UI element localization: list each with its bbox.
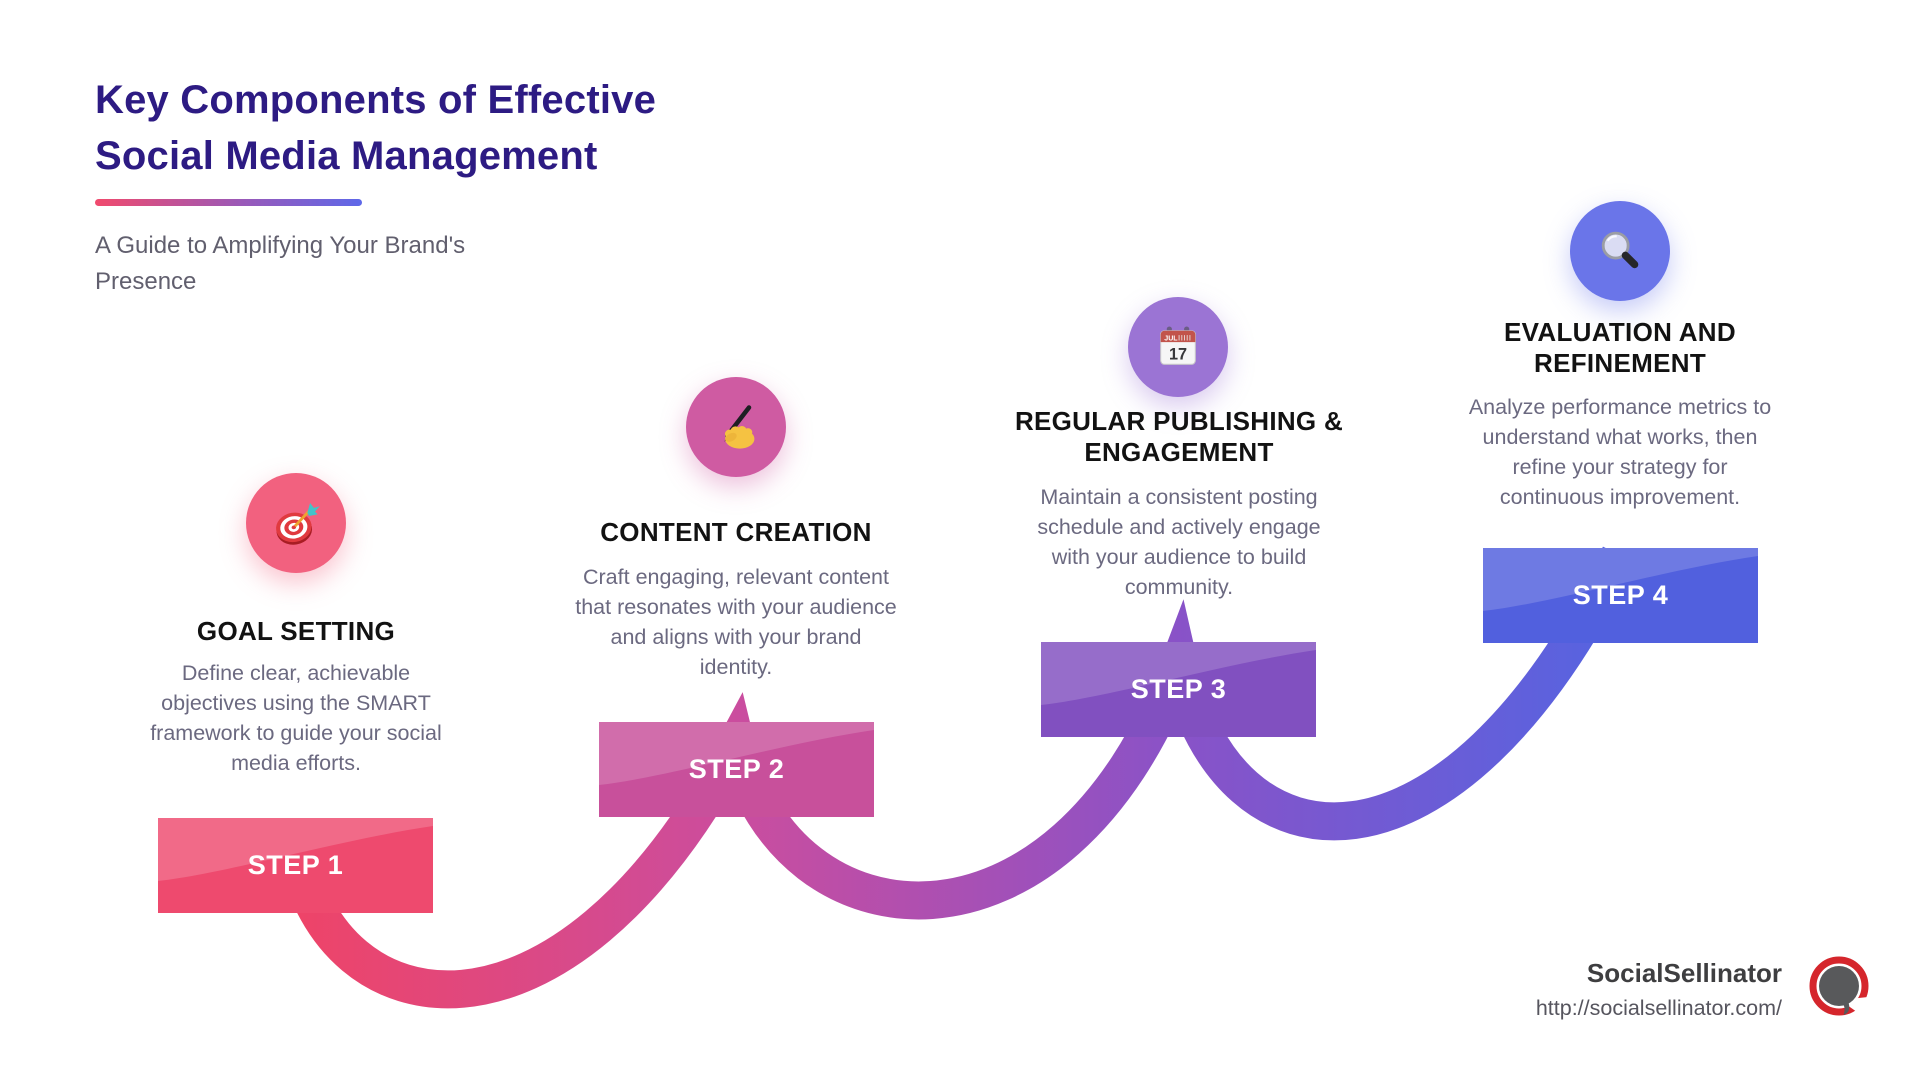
step3-bar-label: STEP 3 bbox=[1130, 674, 1227, 704]
step2-description: Craft engaging, relevant content that re… bbox=[575, 565, 897, 679]
step2-title: CONTENT CREATION bbox=[600, 517, 872, 547]
step2-icon-circle bbox=[686, 377, 786, 477]
step4-description: Analyze performance metrics to understan… bbox=[1468, 395, 1772, 509]
calendar-day-text: 17 bbox=[1169, 345, 1187, 363]
brand-url-link[interactable]: http://socialsellinator.com/ bbox=[1535, 996, 1782, 1020]
page-title-line2: Social Media Management bbox=[95, 134, 598, 178]
step1-title: GOAL SETTING bbox=[196, 616, 396, 646]
step4-title: EVALUATION AND REFINEMENT bbox=[1504, 317, 1736, 378]
page-title-line1: Key Components of Effective bbox=[95, 78, 657, 122]
calendar-month-text: JUL bbox=[1164, 335, 1178, 342]
step4-icon-circle bbox=[1570, 201, 1670, 301]
step3-bar-gloss bbox=[1041, 642, 1316, 705]
step1-icon-circle bbox=[246, 473, 346, 573]
subtitle: A Guide to Amplifying Your Brand's Prese… bbox=[95, 232, 466, 295]
step1-bar: STEP 1 bbox=[158, 818, 433, 913]
step1-bar-gloss bbox=[158, 818, 433, 881]
step3-bar: STEP 3 bbox=[1041, 642, 1316, 737]
writing-hand-icon bbox=[724, 405, 755, 449]
target-icon bbox=[276, 502, 320, 545]
step3-icon-circle: JUL 17 bbox=[1128, 297, 1228, 397]
step4-bar: STEP 4 bbox=[1483, 548, 1758, 643]
step2-bar-label: STEP 2 bbox=[688, 754, 785, 784]
socialsellinator-logo-icon bbox=[1809, 956, 1869, 1017]
step2-bar: STEP 2 bbox=[599, 722, 874, 817]
step3-title: REGULAR PUBLISHING & ENGAGEMENT bbox=[1014, 406, 1344, 467]
magnifier-icon bbox=[1601, 231, 1639, 269]
brand-name: SocialSellinator bbox=[1586, 958, 1782, 988]
step1-description: Define clear, achievable objectives usin… bbox=[150, 661, 442, 775]
connector-path bbox=[277, 546, 1638, 1009]
step2-bar-gloss bbox=[599, 722, 874, 785]
step4-bar-gloss bbox=[1483, 548, 1758, 611]
step3-description: Maintain a consistent posting schedule a… bbox=[1037, 485, 1321, 599]
step4-bar-label: STEP 4 bbox=[1572, 580, 1669, 610]
step1-bar-label: STEP 1 bbox=[247, 850, 344, 880]
calendar-icon: JUL 17 bbox=[1160, 326, 1196, 365]
title-underline bbox=[95, 199, 362, 206]
page-title: Key Components of Effective Social Media… bbox=[95, 72, 656, 184]
